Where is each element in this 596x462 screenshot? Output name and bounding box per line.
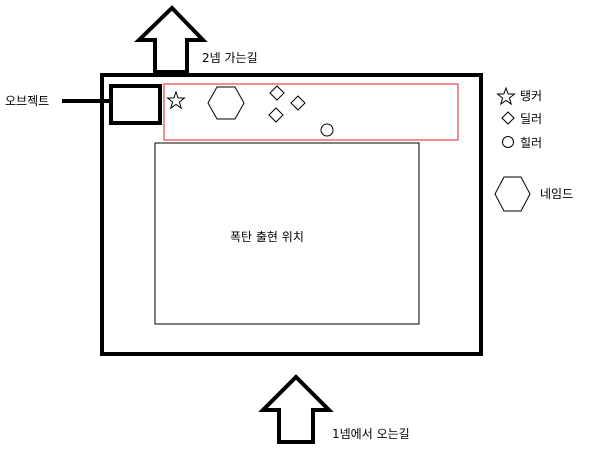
arena-boundary xyxy=(100,73,483,356)
path-from-1-label: 1넴에서 오는길 xyxy=(332,427,410,441)
healer-circle-icon xyxy=(320,123,334,137)
party-zone xyxy=(163,83,459,141)
bomb-spawn-label: 폭탄 출현 위치 xyxy=(230,230,304,244)
up-arrow-icon xyxy=(134,5,208,74)
path-to-2-label: 2넴 가는길 xyxy=(202,51,258,65)
bomb-spawn-area xyxy=(154,142,420,325)
legend-named-label: 네임드 xyxy=(540,187,574,201)
dealer-diamond-icon xyxy=(268,107,284,123)
legend-dealer-label: 딜러 xyxy=(520,112,543,126)
legend-circle-icon xyxy=(502,136,514,148)
legend-hexagon-icon xyxy=(494,176,531,212)
legend-star-icon xyxy=(496,86,516,106)
object-label: 오브젝트 xyxy=(5,94,50,108)
dealer-diamond-icon xyxy=(290,95,306,111)
named-hexagon-icon xyxy=(207,86,245,120)
legend-healer-label: 힐러 xyxy=(520,136,543,150)
tank-star-icon xyxy=(166,90,186,110)
legend-diamond-icon xyxy=(501,111,515,125)
object-box xyxy=(109,84,162,125)
legend-tank-label: 탱커 xyxy=(520,89,543,103)
up-arrow-icon xyxy=(258,374,334,444)
dealer-diamond-icon xyxy=(269,85,285,101)
